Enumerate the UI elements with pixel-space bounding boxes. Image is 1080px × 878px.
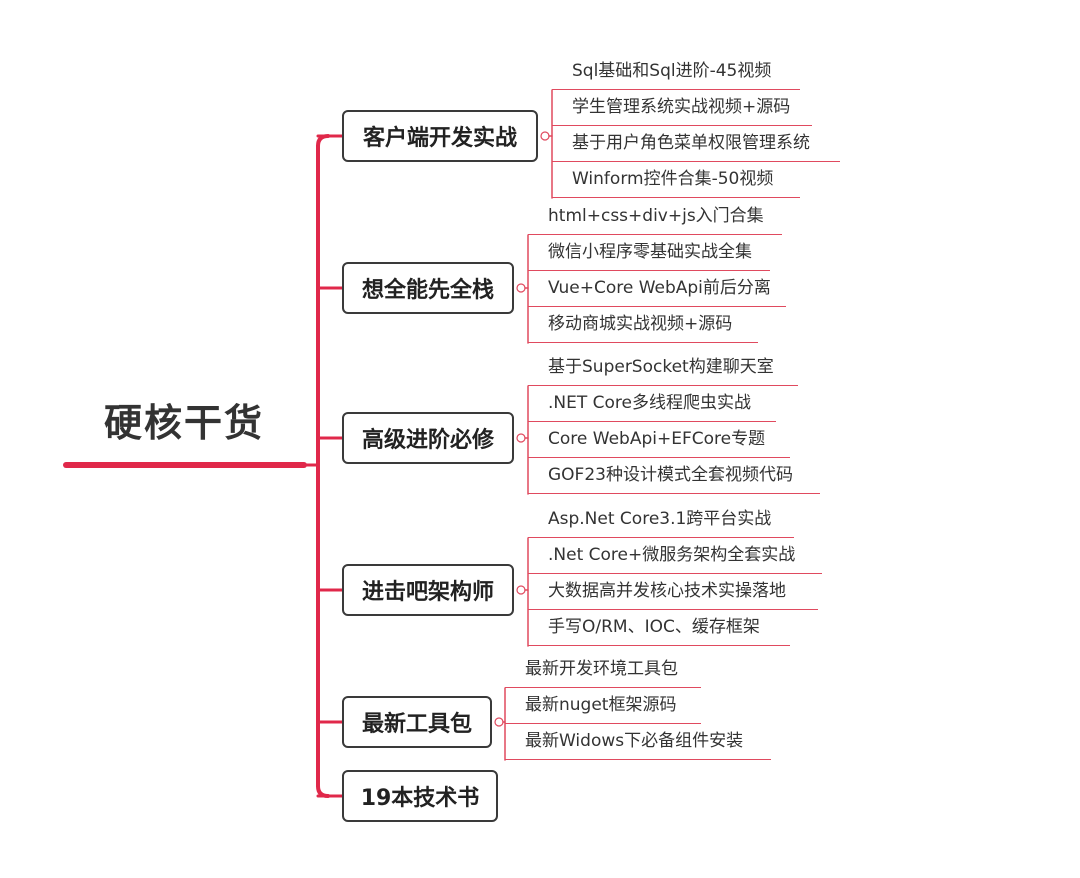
subtopic-item[interactable]: 最新nuget框架源码 bbox=[505, 688, 701, 724]
subtopic-item[interactable]: Winform控件合集-50视频 bbox=[552, 162, 800, 198]
subtopic-item[interactable]: Core WebApi+EFCore专题 bbox=[528, 422, 790, 458]
subtopic-item[interactable]: .NET Core多线程爬虫实战 bbox=[528, 386, 776, 422]
subtopic-item[interactable]: html+css+div+js入门合集 bbox=[528, 199, 782, 235]
collapse-toggle-icon[interactable] bbox=[494, 717, 504, 727]
collapse-toggle-icon[interactable] bbox=[516, 283, 526, 293]
subtopic-item[interactable]: Asp.Net Core3.1跨平台实战 bbox=[528, 502, 794, 538]
branch-topic-5[interactable]: 最新工具包 bbox=[342, 696, 492, 748]
subtopic-item[interactable]: .Net Core+微服务架构全套实战 bbox=[528, 538, 822, 574]
branch-topic-1[interactable]: 客户端开发实战 bbox=[342, 110, 538, 162]
subtopic-item[interactable]: 最新Widows下必备组件安装 bbox=[505, 724, 771, 760]
subtopic-item[interactable]: 大数据高并发核心技术实操落地 bbox=[528, 574, 818, 610]
subtopic-item[interactable]: 微信小程序零基础实战全集 bbox=[528, 235, 770, 271]
collapse-toggle-icon[interactable] bbox=[516, 585, 526, 595]
branch-topic-3[interactable]: 高级进阶必修 bbox=[342, 412, 514, 464]
subtopic-item[interactable]: 移动商城实战视频+源码 bbox=[528, 307, 758, 343]
subtopic-item[interactable]: Vue+Core WebApi前后分离 bbox=[528, 271, 786, 307]
subtopic-item[interactable]: 最新开发环境工具包 bbox=[505, 652, 701, 688]
subtopic-item[interactable]: 基于SuperSocket构建聊天室 bbox=[528, 350, 798, 386]
subtopic-item[interactable]: GOF23种设计模式全套视频代码 bbox=[528, 458, 820, 494]
collapse-toggle-icon[interactable] bbox=[540, 131, 550, 141]
branch-topic-2[interactable]: 想全能先全栈 bbox=[342, 262, 514, 314]
root-topic: 硬核干货 bbox=[103, 401, 264, 445]
branch-topic-4[interactable]: 进击吧架构师 bbox=[342, 564, 514, 616]
subtopic-item[interactable]: Sql基础和Sql进阶-45视频 bbox=[552, 54, 800, 90]
collapse-toggle-icon[interactable] bbox=[516, 433, 526, 443]
subtopic-item[interactable]: 基于用户角色菜单权限管理系统 bbox=[552, 126, 840, 162]
subtopic-item[interactable]: 手写O/RM、IOC、缓存框架 bbox=[528, 610, 790, 646]
branch-topic-6[interactable]: 19本技术书 bbox=[342, 770, 498, 822]
subtopic-item[interactable]: 学生管理系统实战视频+源码 bbox=[552, 90, 812, 126]
